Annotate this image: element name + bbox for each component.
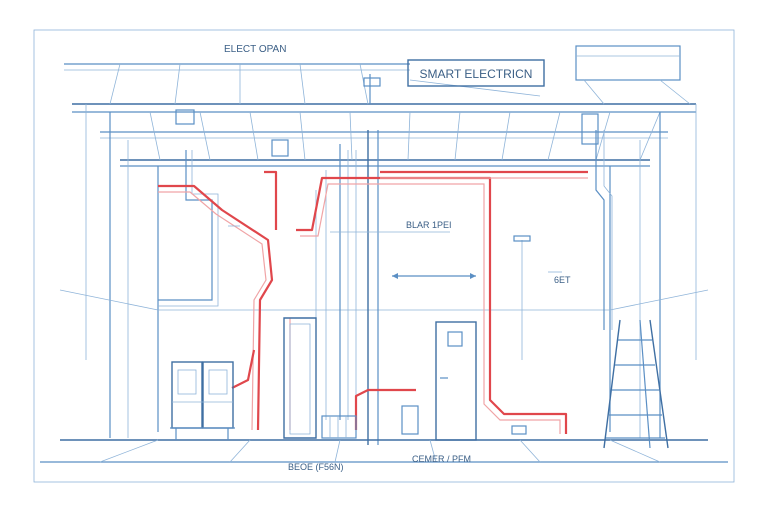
title-sign-text: SMART ELECTRICN	[420, 67, 533, 81]
door-left	[283, 317, 317, 439]
label-top: ELECT OPAN	[224, 44, 286, 55]
doors	[283, 317, 477, 441]
title-sign-box	[407, 59, 545, 87]
label-bottom-right: CEMER / PFM	[412, 454, 471, 464]
water-heater	[401, 405, 419, 435]
dimension-lines	[228, 225, 562, 360]
electrical-panel-left	[171, 361, 203, 429]
label-right: 6ET	[554, 275, 571, 285]
sheet-frame	[33, 29, 735, 483]
floor-grid	[40, 439, 728, 463]
electrical-panel-right	[202, 361, 234, 429]
electrical-panels	[170, 361, 235, 440]
radiator	[321, 415, 357, 439]
label-mid: BLAR 1PEI	[406, 220, 452, 230]
label-bottom-left: BEOE (F56N)	[288, 462, 344, 472]
blue-pipes	[158, 109, 613, 420]
ladder	[603, 319, 669, 449]
floor-box	[511, 425, 527, 435]
appliances	[321, 405, 527, 439]
ceiling-structure	[64, 45, 696, 167]
red-conduits	[158, 170, 588, 434]
door-right	[435, 321, 477, 441]
room-walls	[59, 74, 709, 445]
